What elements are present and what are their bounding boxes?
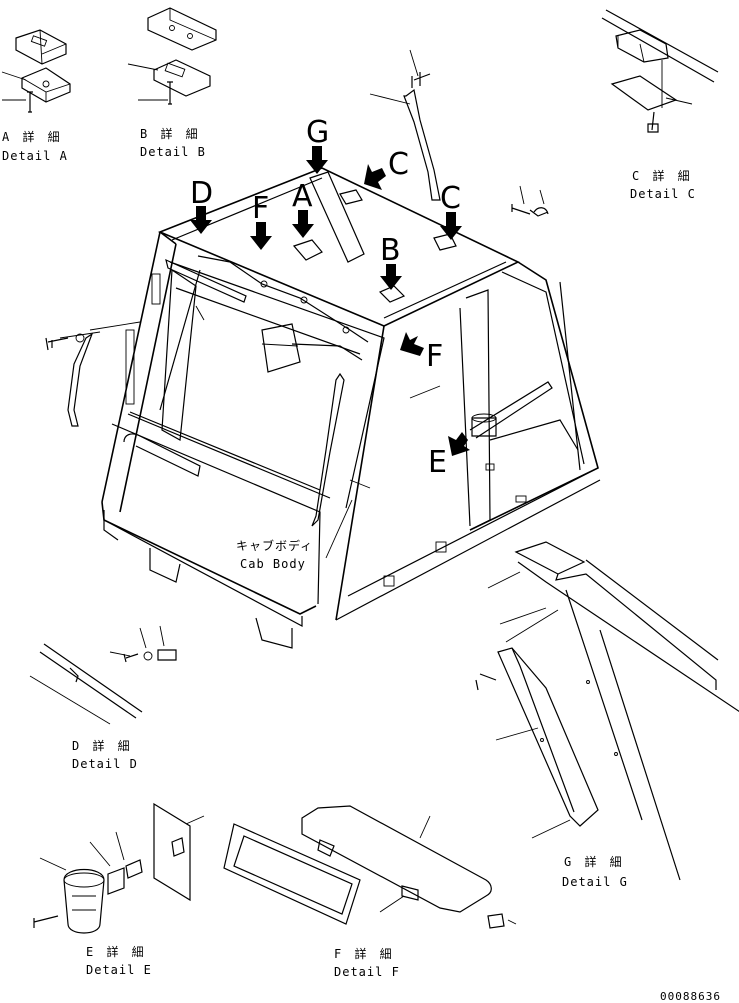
detail-f-title-jp: F 詳 細 xyxy=(334,946,395,961)
callout-letter-e: E xyxy=(428,445,447,480)
detail-a-title-jp: A 詳 細 xyxy=(2,129,63,144)
callout-letter-c-top: C xyxy=(388,147,409,182)
callout-letter-a: A xyxy=(292,179,313,214)
detail-e-drawing xyxy=(33,802,205,934)
drawing-number: 00088636 xyxy=(660,990,721,1003)
detail-c-drawing xyxy=(601,9,719,133)
detail-g-drawing xyxy=(475,541,739,881)
detail-d-title-jp: D 詳 細 xyxy=(72,738,133,753)
detail-b-title-en: Detail B xyxy=(140,145,206,159)
detail-d-title-en: Detail D xyxy=(72,757,138,771)
cab-body-drawing xyxy=(45,49,601,649)
detail-f-title-en: Detail F xyxy=(334,965,400,979)
detail-g-title-en: Detail G xyxy=(562,875,628,889)
detail-a-drawing xyxy=(1,29,71,113)
callout-letter-g: G xyxy=(306,115,329,150)
detail-c-title-jp: C 詳 細 xyxy=(632,168,693,183)
callout-arrows xyxy=(190,146,470,456)
callout-letter-f: F xyxy=(252,191,269,226)
callout-letter-f-right: F xyxy=(426,339,443,374)
detail-b-title-jp: B 詳 細 xyxy=(140,126,201,141)
detail-d-drawing xyxy=(29,625,177,725)
detail-e-title-jp: E 詳 細 xyxy=(86,944,147,959)
cab-body-label-jp: キャブボディ xyxy=(236,538,313,553)
callout-letter-d: D xyxy=(190,176,213,211)
detail-e-title-en: Detail E xyxy=(86,963,152,977)
callout-letter-b: B xyxy=(380,233,401,268)
detail-a-title-en: Detail A xyxy=(2,149,68,163)
detail-f-drawing xyxy=(223,805,517,929)
callout-letter-c-right: C xyxy=(440,181,461,216)
detail-g-title-jp: G 詳 細 xyxy=(564,854,625,869)
detail-b-drawing xyxy=(127,7,217,105)
cab-body-label-en: Cab Body xyxy=(240,557,306,571)
detail-c-title-en: Detail C xyxy=(630,187,696,201)
bolt-clip-parts xyxy=(511,185,549,217)
